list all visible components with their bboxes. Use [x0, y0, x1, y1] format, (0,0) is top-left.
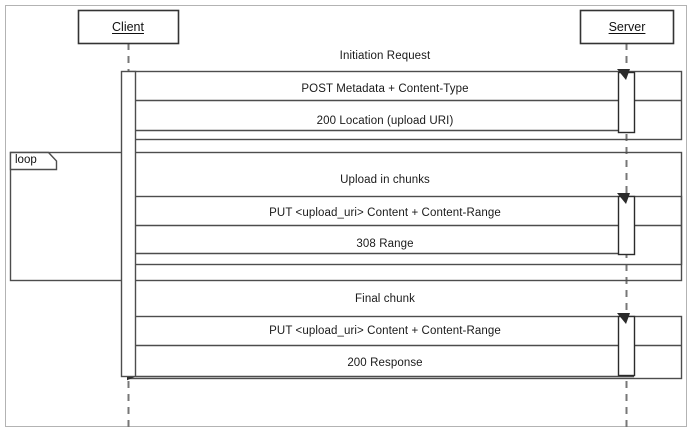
arrowhead-put-chunk [617, 193, 630, 204]
message-label-initiation-request: Initiation Request [339, 50, 431, 62]
participant-box-server[interactable] [579, 9, 675, 45]
activation-server-2 [617, 195, 636, 256]
loop-fragment-tab [9, 151, 58, 171]
message-label-put-final-chunk: PUT <upload_uri> Content + Content-Range [269, 325, 501, 337]
outer-frame [5, 5, 687, 427]
participant-box-client[interactable] [77, 9, 180, 45]
activation-server-1 [617, 71, 636, 134]
arrowhead-put-final-chunk [617, 313, 630, 324]
message-label-200-location: 200 Location (upload URI) [316, 115, 454, 127]
group-box-initiation [127, 70, 683, 141]
message-label-upload-in-chunks: Upload in chunks [340, 174, 430, 186]
participant-label-server: Server [608, 20, 646, 34]
message-label-post-metadata: POST Metadata + Content-Type [301, 83, 469, 95]
message-label-200-response: 200 Response [347, 357, 423, 369]
loop-fragment-label: loop [15, 154, 37, 166]
participant-label-client: Client [112, 20, 144, 34]
activation-client [120, 70, 137, 378]
activation-server-3 [617, 315, 636, 377]
message-label-put-chunk: PUT <upload_uri> Content + Content-Range [269, 207, 501, 219]
arrowhead-post-metadata [617, 69, 630, 80]
message-label-308-range: 308 Range [356, 238, 414, 250]
message-label-final-chunk: Final chunk [355, 293, 415, 305]
